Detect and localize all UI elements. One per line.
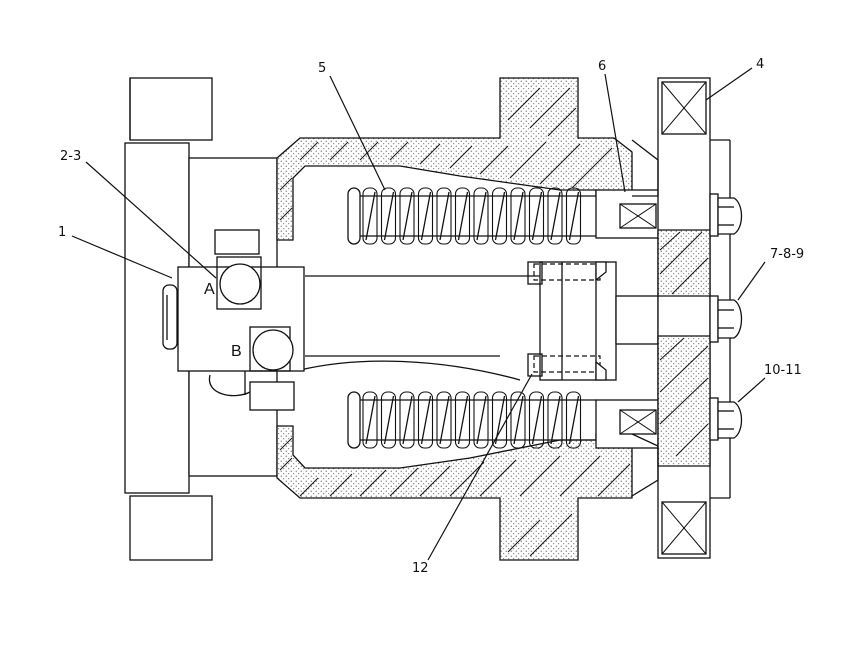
upper-nut bbox=[709, 193, 743, 237]
callout-4: 4 bbox=[756, 57, 764, 72]
upper-spring-coil-turn bbox=[510, 187, 526, 245]
callout-7-8-9: 7-8-9 bbox=[770, 247, 804, 262]
lower-spring-coil-turn bbox=[547, 391, 563, 449]
cylinder-bore bbox=[208, 275, 540, 397]
upper-spring-coil-turn bbox=[436, 187, 452, 245]
lower-spring-coil-turn bbox=[362, 391, 378, 449]
valve-block: A B bbox=[162, 229, 305, 411]
lower-spring-coil bbox=[476, 395, 487, 445]
upper-spring-coil bbox=[457, 191, 469, 241]
upper-spring-coil-turn bbox=[362, 187, 378, 245]
lower-spring-coil-turn bbox=[399, 391, 415, 449]
lower-spring-coil bbox=[568, 395, 580, 445]
lower-spring-coil-turn bbox=[510, 391, 526, 449]
upper-spring-coil bbox=[420, 191, 432, 241]
upper-spring-coil-turn bbox=[454, 187, 471, 245]
piston-cap bbox=[527, 261, 659, 381]
upper-spring-coil bbox=[513, 191, 524, 241]
upper-spring-coil bbox=[531, 191, 543, 241]
upper-spring-coil-turn bbox=[417, 187, 434, 245]
port-b-label: B bbox=[231, 343, 242, 360]
lower-spring-coil-turn bbox=[454, 391, 471, 449]
lower-spring-coil bbox=[457, 395, 469, 445]
upper-spring-coil-turn bbox=[491, 187, 508, 245]
lower-spring-coil-turn bbox=[565, 391, 582, 449]
upper-spring bbox=[347, 187, 596, 245]
lower-nut bbox=[709, 397, 743, 441]
upper-spring-coil bbox=[383, 191, 395, 241]
lower-spring-coil-turn bbox=[380, 391, 397, 449]
callout-2-3: 2-3 bbox=[60, 149, 81, 164]
lower-spring-coil bbox=[365, 395, 376, 445]
lower-spring-coil bbox=[383, 395, 395, 445]
lower-spring-coil bbox=[513, 395, 524, 445]
upper-spring-coil-turn bbox=[547, 187, 563, 245]
lower-spring-coil-turn bbox=[473, 391, 489, 449]
upper-spring-coil bbox=[365, 191, 376, 241]
upper-spring-coil bbox=[402, 191, 413, 241]
lower-spring-coil bbox=[420, 395, 432, 445]
lower-spring-coil-turn bbox=[528, 391, 545, 449]
upper-spring-coil bbox=[550, 191, 561, 241]
port-a-label: A bbox=[204, 281, 215, 298]
lower-spring-coil bbox=[550, 395, 561, 445]
lower-spring-coil bbox=[402, 395, 413, 445]
upper-spring-coil-turn bbox=[380, 187, 397, 245]
upper-spring-coil-turn bbox=[528, 187, 545, 245]
lower-spring-coil-turn bbox=[436, 391, 452, 449]
lower-spring-coil-turn bbox=[417, 391, 434, 449]
callout-12: 12 bbox=[412, 561, 429, 576]
upper-spring-coil-turn bbox=[565, 187, 582, 245]
upper-spring-coil-turn bbox=[473, 187, 489, 245]
lower-spring-coil bbox=[531, 395, 543, 445]
center-nut bbox=[709, 295, 743, 343]
upper-spring-coil bbox=[476, 191, 487, 241]
callout-labels: 1 2-3 5 6 4 7-8-9 10-11 12 bbox=[58, 57, 804, 576]
callout-1: 1 bbox=[58, 225, 66, 240]
upper-spring-coil-turn bbox=[399, 187, 415, 245]
upper-spring-coil bbox=[439, 191, 450, 241]
lower-spring bbox=[347, 391, 596, 449]
upper-spring-coil bbox=[494, 191, 506, 241]
callout-10-11: 10-11 bbox=[764, 363, 802, 378]
upper-spring-coil bbox=[568, 191, 580, 241]
callout-5: 5 bbox=[318, 61, 326, 76]
lower-spring-coil bbox=[439, 395, 450, 445]
callout-6: 6 bbox=[598, 59, 606, 74]
leader-lines bbox=[71, 67, 766, 561]
